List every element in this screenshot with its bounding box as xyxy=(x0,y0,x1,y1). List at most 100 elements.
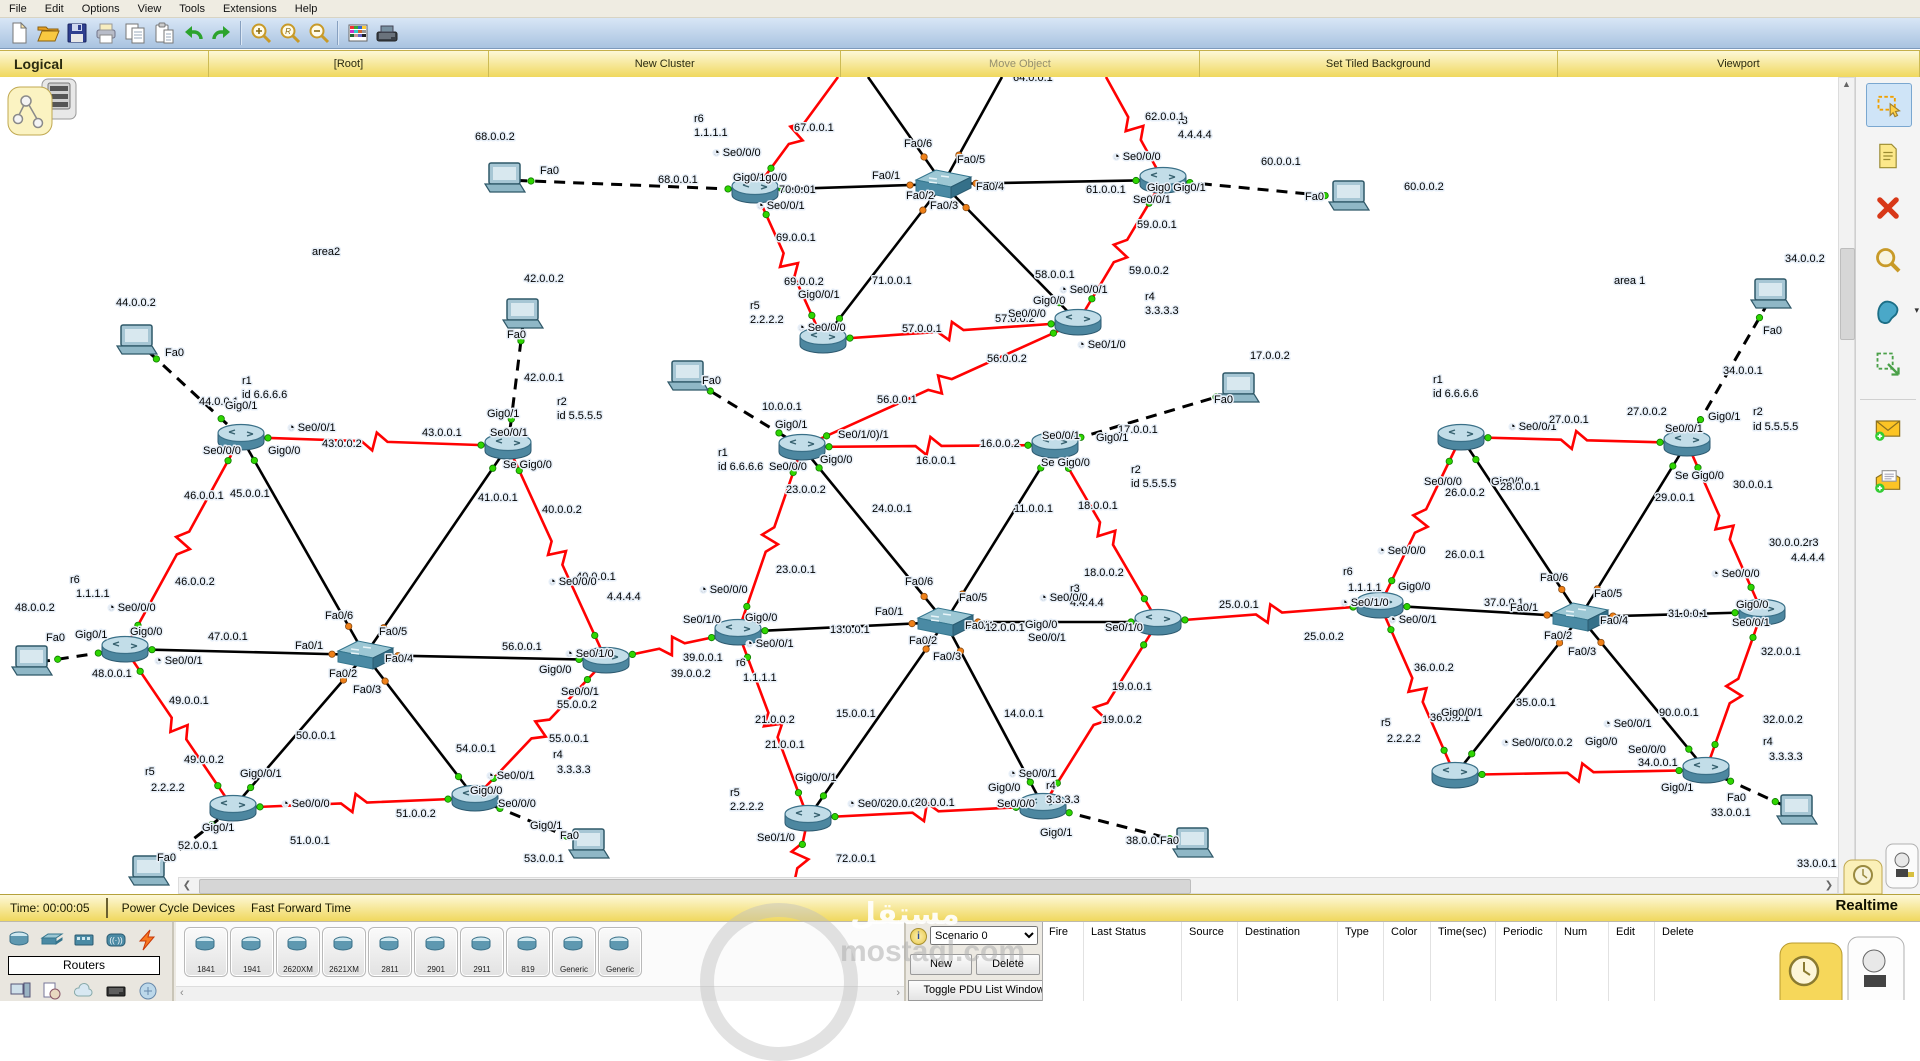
link-swM-r5M[interactable] xyxy=(806,621,947,819)
link-r1R-r6R[interactable] xyxy=(1378,436,1463,606)
scenario-new-button[interactable]: New xyxy=(910,954,972,975)
model-2811[interactable]: 2811 xyxy=(368,927,412,977)
laptop-10-0-0-1[interactable] xyxy=(666,360,710,391)
custom-device-button[interactable] xyxy=(373,20,400,47)
router-r6-area1[interactable] xyxy=(1356,591,1404,619)
horizontal-scroll-thumb[interactable] xyxy=(199,879,1191,894)
paste-button[interactable] xyxy=(150,20,177,47)
router-r6-top[interactable] xyxy=(731,176,779,204)
model-2620xm[interactable]: 2620XM xyxy=(276,927,320,977)
model-819[interactable]: 819 xyxy=(506,927,550,977)
end-devices-category-button[interactable] xyxy=(8,980,32,1007)
link-swL-r2L[interactable] xyxy=(363,445,510,656)
model-2911[interactable]: 2911 xyxy=(460,927,504,977)
wsbar-settiledbackground[interactable]: Set Tiled Background xyxy=(1200,51,1558,77)
router-r3-area1[interactable] xyxy=(1738,598,1786,626)
link-swM-r1M[interactable] xyxy=(800,446,947,623)
draw-shape-tool[interactable]: ▾ xyxy=(1866,291,1919,333)
link-r3L-r4L[interactable] xyxy=(474,659,607,799)
link-r5T-r4T[interactable] xyxy=(822,319,1079,343)
link-swL-r3L[interactable] xyxy=(364,653,607,662)
emulation-category-button[interactable] xyxy=(40,980,64,1007)
router-r6-middle[interactable] xyxy=(714,618,762,646)
router-r4-area2[interactable] xyxy=(451,784,499,812)
link-r2R-r3R[interactable] xyxy=(1685,442,1764,613)
hubs-category-button[interactable] xyxy=(72,928,96,955)
menu-edit[interactable]: Edit xyxy=(44,2,64,15)
zoom-in-button[interactable] xyxy=(247,20,274,47)
switch-middle-cluster[interactable] xyxy=(916,607,975,637)
connections-category-button[interactable] xyxy=(136,928,160,955)
fast-forward-button[interactable]: Fast Forward Time xyxy=(250,901,352,915)
laptop-42-0-0-2[interactable] xyxy=(501,298,545,329)
resize-shape-tool[interactable] xyxy=(1866,343,1910,385)
wsbar-viewport[interactable]: Viewport xyxy=(1558,51,1920,77)
switches-category-button[interactable] xyxy=(40,928,64,955)
toggle-pdu-list-button[interactable]: Toggle PDU List Window xyxy=(908,980,1060,1001)
laptop-53-0-0-1[interactable] xyxy=(567,828,611,859)
link-r5M-r4M[interactable] xyxy=(807,800,1044,824)
link-swL-r1L[interactable] xyxy=(239,436,367,656)
open-folder-button[interactable] xyxy=(34,20,61,47)
laptop-33-0-0-1[interactable] xyxy=(1775,794,1819,825)
link-r4T-r1M[interactable] xyxy=(801,320,1079,449)
realtime-mode-label[interactable]: Realtime xyxy=(1835,897,1898,914)
link-r3T-r4T[interactable] xyxy=(1076,179,1165,323)
model-generic-2[interactable]: Generic xyxy=(598,927,642,977)
zoom-reset-button[interactable]: R xyxy=(276,20,303,47)
link-swT-r3T[interactable] xyxy=(942,178,1164,186)
model-1941[interactable]: 1941 xyxy=(230,927,274,977)
link-r1L-r6L[interactable] xyxy=(123,436,243,650)
vertical-scrollbar[interactable]: ▲ ▼ xyxy=(1838,77,1855,894)
link-r6M-r3L[interactable] xyxy=(605,630,739,662)
laptop-44-0-0-2[interactable] xyxy=(115,324,159,355)
link-r3M-r4M[interactable] xyxy=(1041,621,1160,807)
laptop-68-0-0-2[interactable] xyxy=(483,162,527,193)
link-r1L-lap44[interactable] xyxy=(136,340,243,439)
realtime-mode-icon[interactable] xyxy=(1843,859,1883,895)
redo-button[interactable] xyxy=(208,20,235,47)
horizontal-scrollbar[interactable]: ❮ ❯ xyxy=(178,877,1838,894)
laptop-60-0-0-2[interactable] xyxy=(1327,180,1371,211)
routers-category-button[interactable] xyxy=(8,928,32,955)
models-scroll-right-icon[interactable]: › xyxy=(896,987,900,999)
copy-button[interactable] xyxy=(121,20,148,47)
router-r4-area1[interactable] xyxy=(1682,756,1730,784)
undo-button[interactable] xyxy=(179,20,206,47)
place-note-tool[interactable] xyxy=(1866,135,1910,177)
router-r5-top[interactable] xyxy=(799,326,847,354)
link-r1M-r2M[interactable] xyxy=(801,434,1056,458)
link-r5L-r4L[interactable] xyxy=(232,791,476,815)
switch-area1[interactable] xyxy=(1551,602,1610,632)
wsbar-root[interactable]: [Root] xyxy=(209,51,490,77)
laptop-34-0-0-2[interactable] xyxy=(1749,278,1793,309)
models-scrollbar[interactable]: ‹ › xyxy=(176,986,904,1001)
add-simple-pdu-tool[interactable] xyxy=(1866,407,1910,449)
router-r1-area2[interactable] xyxy=(217,423,265,451)
zoom-out-button[interactable] xyxy=(305,20,332,47)
link-r1R-r2R[interactable] xyxy=(1460,428,1688,452)
laptop-52-0-0-1[interactable] xyxy=(127,855,171,886)
menu-options[interactable]: Options xyxy=(81,2,120,15)
link-r5R-r4R[interactable] xyxy=(1454,761,1707,784)
link-r6T-lap68[interactable] xyxy=(505,178,756,192)
model-2901[interactable]: 2901 xyxy=(414,927,458,977)
simulation-mode-icon[interactable] xyxy=(1885,843,1919,889)
environment-icon[interactable] xyxy=(41,78,77,120)
save-button[interactable] xyxy=(63,20,90,47)
laptop-17-0-0-2[interactable] xyxy=(1217,372,1261,403)
link-r6L-lap48[interactable] xyxy=(32,647,126,665)
hardware-category-button[interactable] xyxy=(104,980,128,1007)
cluster-back-icon[interactable] xyxy=(7,86,53,136)
models-scroll-left-icon[interactable]: ‹ xyxy=(180,987,184,999)
link-r3T-ptT4[interactable] xyxy=(1104,77,1165,181)
link-r6R-r5R[interactable] xyxy=(1378,604,1457,776)
vertical-scroll-thumb[interactable] xyxy=(1840,248,1855,340)
link-r1M-r6M[interactable] xyxy=(736,446,804,633)
scroll-up-icon[interactable]: ▲ xyxy=(1842,79,1851,89)
laptop-38[interactable] xyxy=(1171,827,1215,858)
menu-view[interactable]: View xyxy=(137,2,162,15)
router-r5-area1[interactable] xyxy=(1431,761,1479,789)
link-r2L-lap42[interactable] xyxy=(506,315,526,447)
